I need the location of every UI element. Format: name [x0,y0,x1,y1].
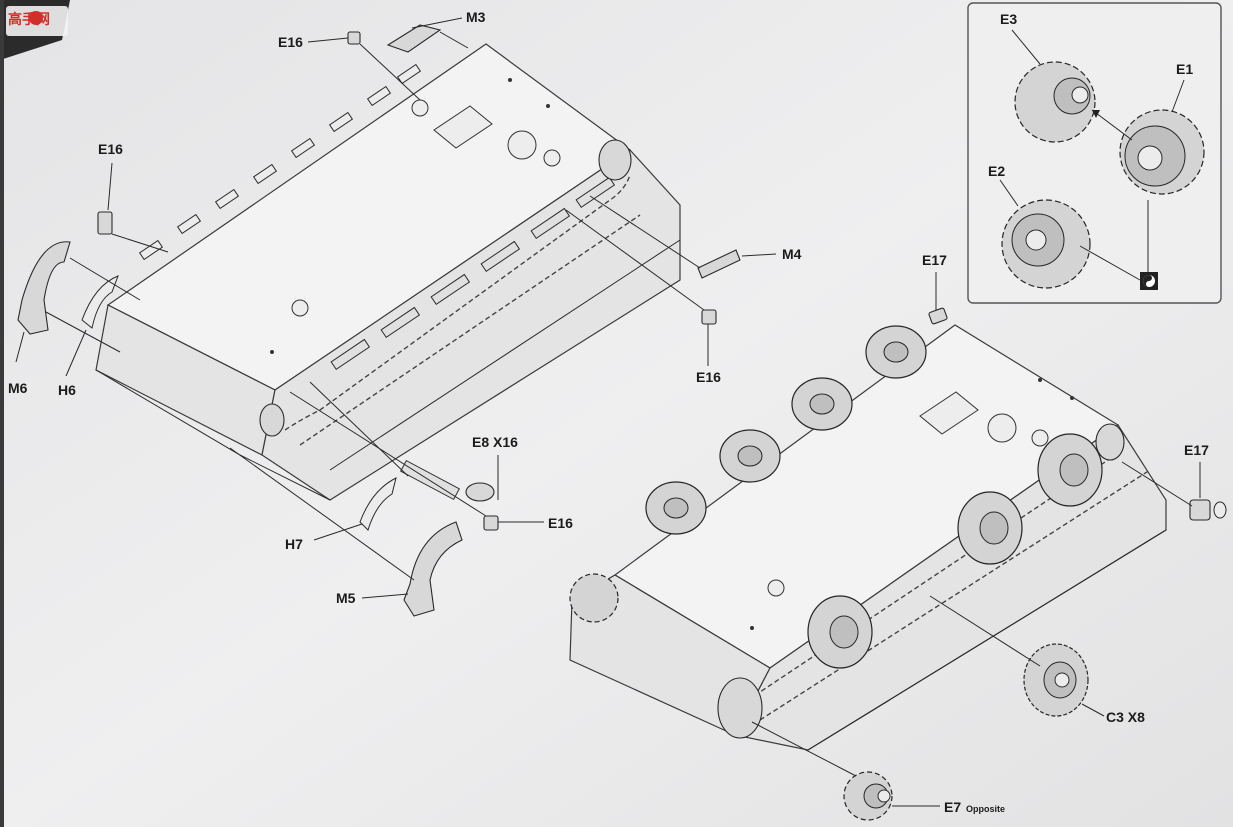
left-hull-assembly [95,43,681,501]
part-e17-top [928,272,948,325]
right-hull-sprocket [569,573,619,623]
part-c3-road-wheel [929,595,1105,717]
part-e16-mid [565,209,717,366]
right-hull-near-wheels [807,433,1103,669]
label-e17-right: E17 [1184,442,1209,458]
part-m5 [229,447,463,617]
left-hull-track-guide-lower [299,214,641,446]
left-hull-sponson-line [329,239,681,471]
right-hull-track-guide-lower [759,469,1151,721]
yin-yang-mark-icon [1140,272,1158,290]
label-h6: H6 [58,382,76,398]
right-hull-lower-edge [807,529,1167,751]
left-edge-band [0,0,4,827]
left-hull-stub-axles [138,63,422,261]
label-e3: E3 [1000,11,1017,27]
label-e8: E8 X16 [472,434,518,450]
part-e16-top [307,31,421,101]
label-m3: M3 [466,9,486,25]
label-e7: E7 [944,799,961,815]
right-hull-assembly [569,324,1167,751]
right-hull-far-wheels [645,325,927,535]
part-e7-sprocket [751,721,940,821]
part-e16-left [97,162,169,253]
part-e16-bottom [289,391,544,531]
label-m6: M6 [8,380,28,396]
part-m4 [589,195,777,279]
inset-sprocket-e2 [999,179,1149,289]
label-e16-mid: E16 [696,369,721,385]
inset-sprocket-e3 [1011,29,1096,143]
left-hull-track-guide [284,174,631,431]
left-hull-idler-mount [259,403,285,437]
sprocket-inset: E3 E1 E2 [967,2,1222,304]
right-hull-idler [717,677,763,739]
left-hull-final-drive [598,139,632,181]
label-m4: M4 [782,246,802,262]
label-m5: M5 [336,590,356,606]
part-h6 [65,257,141,377]
watermark-logo: 高手网 [6,6,68,36]
part-m6 [15,241,121,363]
label-c3: C3 X8 [1106,709,1145,725]
label-e17-top: E17 [922,252,947,268]
part-e17-right [1121,461,1227,521]
label-e1: E1 [1176,61,1193,77]
label-e16-left: E16 [98,141,123,157]
part-h7 [313,477,397,541]
left-hull-suspension-arms [330,176,616,371]
right-hull-hatches [750,378,1074,630]
right-hull-final-drive [1095,423,1125,461]
label-h7: H7 [285,536,303,552]
part-m3 [386,17,469,53]
label-e7-note: Opposite [966,804,1005,814]
inset-sprocket-e1 [1091,79,1205,195]
label-e2: E2 [988,163,1005,179]
left-hull-hatches [270,78,561,354]
watermark-text: 高手网 [8,11,50,28]
label-e16-bottom: E16 [548,515,573,531]
label-e16-top: E16 [278,34,303,50]
left-hull-side [261,149,681,501]
